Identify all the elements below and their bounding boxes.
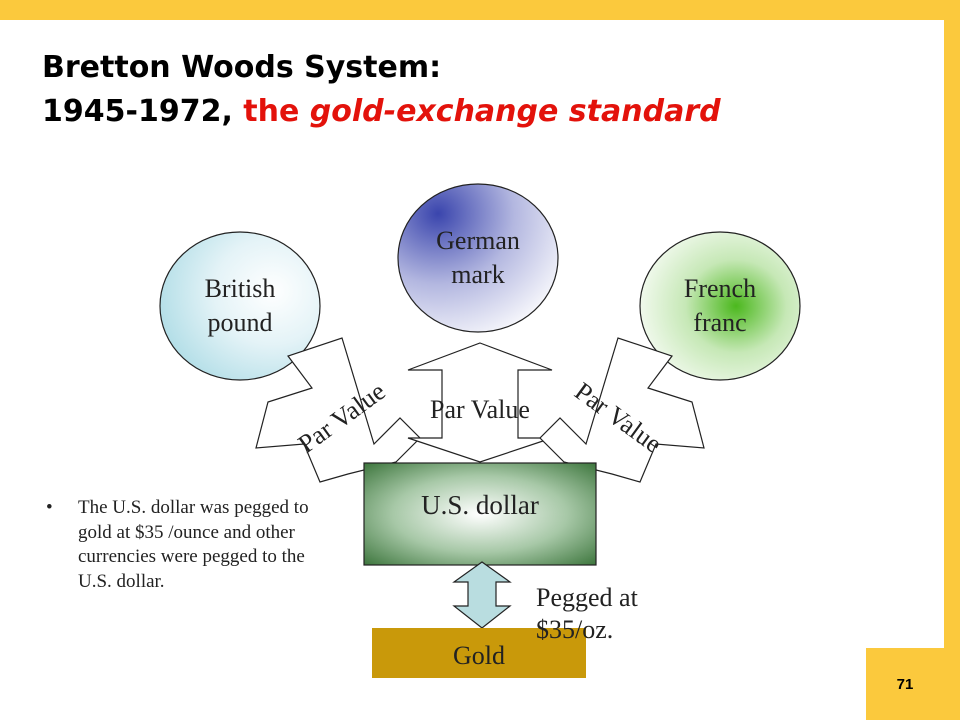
gold-peg-arrow: [452, 561, 512, 629]
circle-british-pound: [159, 231, 321, 381]
label-center-par-value: Par Value: [430, 395, 530, 424]
center-par-value-arrow: [407, 342, 553, 463]
slide-title: Bretton Woods System: 1945-1972, the gol…: [42, 46, 721, 134]
gold-box: [372, 628, 586, 678]
label-german-mark: German mark: [436, 226, 520, 289]
label-gold: Gold: [453, 641, 505, 670]
circle-french-franc: [639, 231, 801, 381]
bullet-text: The U.S. dollar was pegged to gold at $3…: [78, 497, 309, 592]
right-border-bar: [944, 0, 960, 720]
page-number: 71: [896, 675, 914, 693]
title-line-2-standard: gold-exchange standard: [309, 94, 721, 129]
bullet-point: • The U.S. dollar was pegged to gold at …: [46, 496, 318, 594]
top-border-bar: [0, 0, 960, 20]
title-line-1: Bretton Woods System:: [42, 50, 442, 85]
right-par-value-arrow: [539, 337, 705, 483]
page-number-box: 71: [866, 648, 944, 720]
circle-german-mark: [397, 183, 559, 333]
label-british-pound: British pound: [204, 274, 276, 337]
pegged-at-note: Pegged at $35/oz.: [536, 583, 638, 644]
left-par-value-arrow: [255, 337, 421, 483]
bullet-marker: •: [46, 497, 53, 518]
label-french-franc: French franc: [683, 274, 757, 337]
title-line-2-the: the: [243, 94, 310, 129]
title-line-2-years: 1945-1972,: [42, 94, 244, 129]
us-dollar-box: [363, 462, 597, 566]
label-us-dollar: U.S. dollar: [421, 490, 539, 520]
